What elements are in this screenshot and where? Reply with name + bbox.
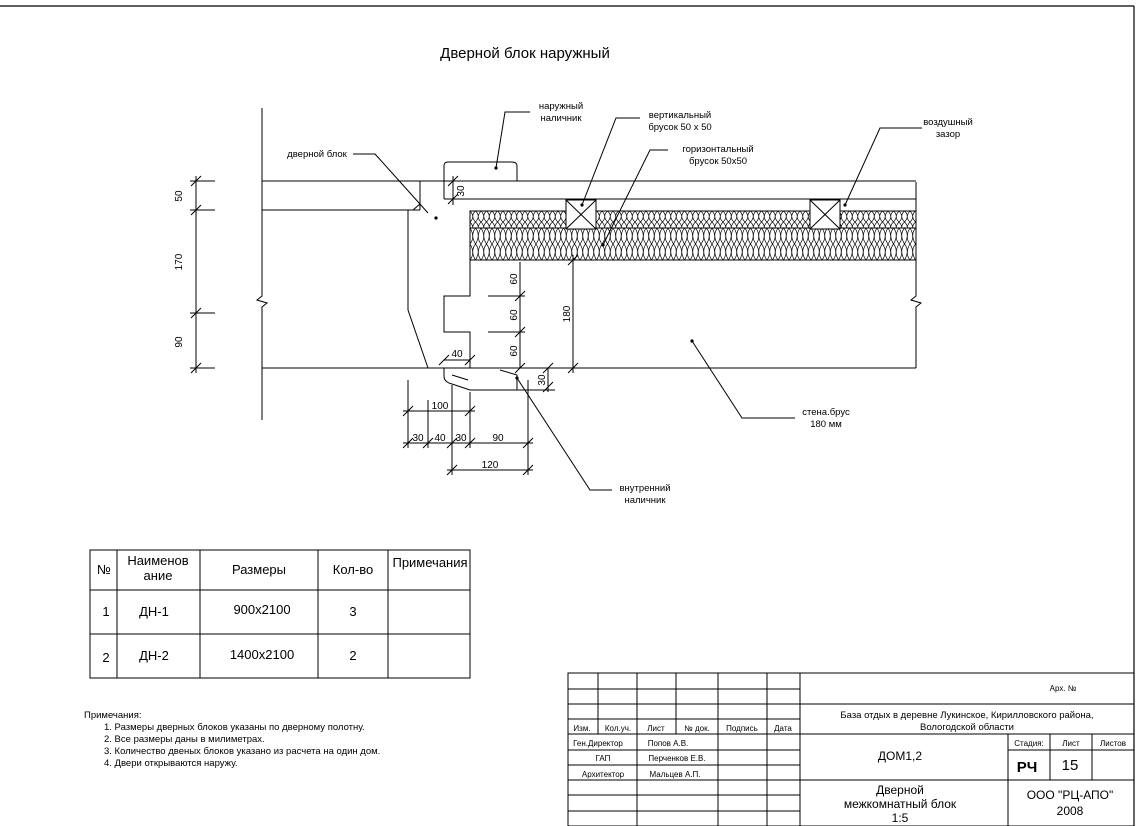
- spec-header-notes: Примечания: [392, 555, 467, 570]
- tb-header: Подпись: [726, 724, 758, 733]
- label-outer-trim-line2: наличник: [540, 113, 582, 124]
- spec-row1-qty: 3: [349, 604, 356, 619]
- spec-row2-name: ДН-2: [139, 648, 169, 663]
- tb-sheet: 15: [1062, 757, 1079, 774]
- dim-chain-30-a: 30: [412, 433, 424, 444]
- spec-table: [89, 549, 471, 679]
- spec-row1-name: ДН-1: [139, 604, 169, 619]
- tb-header: № док.: [684, 724, 710, 733]
- spec-header-name-2: ание: [144, 568, 173, 583]
- tb-header: Кол.уч.: [605, 724, 631, 733]
- label-vertical-bar-line1: вертикальный: [649, 110, 711, 121]
- tb-sheets-label: Листов: [1100, 739, 1126, 748]
- tb-person: Перченков Е.В.: [648, 754, 705, 763]
- label-air-gap-line2: зазор: [936, 129, 960, 140]
- dim-90: 90: [174, 336, 185, 348]
- dim-60-a: 60: [509, 273, 520, 285]
- label-wall-line1: стена.брус: [802, 407, 850, 418]
- tb-sheet-label: Лист: [1062, 739, 1080, 748]
- sheet-frame: [0, 5, 1135, 826]
- drawing-title: Дверной блок наружный: [440, 45, 610, 62]
- dim-120: 120: [482, 460, 499, 471]
- label-air-gap-line1: воздушный: [923, 117, 973, 128]
- spec-row1-no: 1: [102, 604, 109, 619]
- label-horizontal-bar-line1: горизонтальный: [682, 144, 753, 155]
- spec-row2-size: 1400х2100: [230, 647, 294, 662]
- tb-drawing-name-line1: Дверной: [876, 783, 924, 797]
- spec-header-name: Наименов: [127, 553, 188, 568]
- tb-person: Мальцев А.П.: [650, 770, 701, 779]
- spec-header-no: №: [97, 562, 111, 577]
- notes: Примечания: 1. Размеры дверных блоков ук…: [84, 710, 380, 769]
- dim-chain-30-b: 30: [455, 433, 467, 444]
- notes-item: 4. Двери открываются наружу.: [104, 758, 238, 769]
- tb-company: ООО "РЦ-АПО": [1027, 788, 1114, 802]
- notes-item: 2. Все размеры даны в милиметрах.: [104, 734, 265, 745]
- tb-header: Лист: [647, 724, 665, 733]
- label-wall-line2: 180 мм: [810, 419, 842, 430]
- leader-dots: [434, 166, 847, 380]
- dim-170: 170: [174, 253, 185, 270]
- tb-role: Ген.Директор: [573, 739, 623, 748]
- tb-person: Попов А.В.: [648, 739, 689, 748]
- tb-header: Дата: [774, 724, 792, 733]
- tb-role: Архитектор: [582, 770, 625, 779]
- label-vertical-bar-line2: брусок 50 х 50: [648, 122, 711, 133]
- spec-row2-qty: 2: [349, 648, 356, 663]
- tb-role: ГАП: [596, 754, 611, 763]
- tb-arch-no: Арх. №: [1050, 684, 1077, 693]
- title-block: [567, 672, 1135, 826]
- tb-project-line1: База отдых в деревне Лукинское, Кириллов…: [840, 710, 1093, 721]
- tb-year: 2008: [1057, 804, 1084, 818]
- spec-row1-size: 900х2100: [233, 602, 290, 617]
- dim-60-b: 60: [509, 309, 520, 321]
- dim-chain-90: 90: [492, 433, 504, 444]
- dim-chain-40: 40: [434, 433, 446, 444]
- dim-100: 100: [432, 401, 449, 412]
- dim-30-top: 30: [456, 185, 467, 197]
- notes-item: 3. Количество двеных блоков указано из р…: [104, 746, 380, 757]
- spec-table-text: № Наименов ание Размеры Кол-во Примечани…: [97, 553, 468, 665]
- label-inner-trim-line2: наличник: [624, 495, 666, 506]
- dim-40-frame: 40: [451, 349, 463, 360]
- notes-item: 1. Размеры дверных блоков указаны по две…: [104, 722, 365, 733]
- dim-180: 180: [562, 305, 573, 322]
- title-block-text: Арх. № Изм. Кол.уч. Лист № док. Подпись …: [573, 684, 1126, 825]
- dim-60-c: 60: [509, 345, 520, 357]
- label-door-block: дверной блок: [287, 149, 347, 160]
- spec-header-size: Размеры: [232, 562, 286, 577]
- dim-30-bottom: 30: [537, 374, 548, 386]
- tb-project-line2: Вологодской области: [920, 722, 1014, 733]
- dim-50: 50: [174, 190, 185, 202]
- tb-header: Изм.: [573, 724, 590, 733]
- tb-scale: 1:5: [892, 811, 909, 825]
- spec-row2-no: 2: [102, 650, 109, 665]
- label-outer-trim-line1: наружный: [539, 101, 583, 112]
- spec-header-qty: Кол-во: [333, 562, 373, 577]
- tb-drawing-name-line2: межкомнатный блок: [844, 797, 957, 811]
- notes-heading: Примечания:: [84, 710, 142, 721]
- tb-stage-label: Стадия:: [1014, 739, 1044, 748]
- tb-building: ДОМ1,2: [878, 749, 922, 763]
- section-drawing: [190, 108, 923, 491]
- tb-stage: РЧ: [1017, 759, 1038, 776]
- label-horizontal-bar-line2: брусок 50х50: [689, 156, 747, 167]
- label-inner-trim-line1: внутренний: [619, 483, 670, 494]
